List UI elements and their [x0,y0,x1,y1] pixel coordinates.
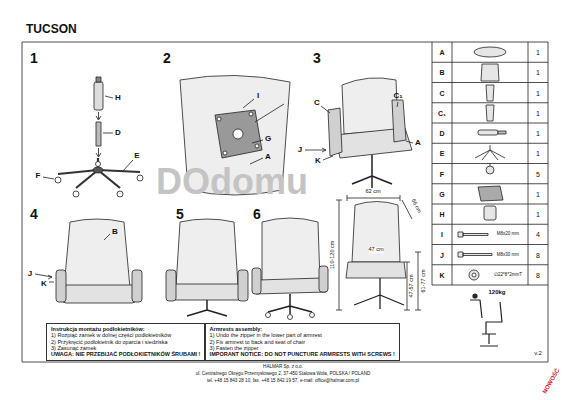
callout-letter: H [115,94,121,102]
version: v.2 [534,350,542,356]
instruction-line: 2) Przykręcić podłokietnik do oparcia i … [51,339,200,345]
chair-front [35,219,142,303]
dimension: 47 cm [369,247,384,253]
part-letter: D [439,130,444,137]
instruction-line: 3) Zasunąć zamek [51,345,200,351]
instruction-box: Armrests assembly:1) Undo the zipper in … [205,323,400,361]
callout-letter: E [134,152,139,160]
part-letter: E [440,150,445,157]
dimension-drawing [336,195,421,310]
callout-letter: A [415,139,421,147]
step-number: 6 [253,207,261,221]
callout-letter: K [41,280,47,288]
instruction-heading: Instrukcja montażu podłokietników: [51,326,200,332]
callout-letter: K [315,157,321,165]
step-number: 5 [176,207,184,221]
new-stamp: NOWOŚĆ [541,368,560,395]
part-letter: J [440,251,444,258]
part-quantity: 1 [536,89,540,96]
callout-letter: D [115,129,121,137]
part-quantity: 4 [536,231,540,238]
product-title: TUCSON [26,22,77,36]
part-quantity: 8 [536,251,540,258]
step-number: 1 [30,51,38,65]
instruction-line: 1) Undo the zipper in the lower part of … [210,332,395,338]
dimension: 66 cm [410,198,422,214]
part-size: M8x20 mm [497,232,519,237]
callout-letter: J [28,270,32,278]
footer-address: ul. Centralnego Okręgu Przemysłowego 2, … [196,372,371,377]
part-quantity: 1 [536,109,540,116]
dimension: 47-57 cm [409,275,415,298]
callout-letter: G [265,135,271,143]
instruction-line: IMPORANT NOTICE: DO NOT PUNCTURE ARMREST… [210,351,395,357]
chair-armrests [305,78,413,188]
part-quantity: 1 [536,150,540,157]
callout-letter: B [112,228,118,236]
part-letter: C [439,89,444,96]
footer-company: HALMAR Sp. z o.o. [263,365,303,370]
frame [22,42,548,362]
step-number: 3 [313,51,321,65]
dimension: 110-120 cm [330,241,336,270]
dimension: 61-77 cm [421,270,427,293]
callout-letter: I [257,92,259,100]
instruction-line: UWAGA: NIE PRZEBIJAĆ PODŁOKIETNIKÓW ŚRUB… [51,351,200,357]
part-letter: H [439,211,444,218]
dimension: 62 cm [366,189,381,195]
callout-letter: A [265,153,271,161]
part-letter: G [439,190,444,197]
part-size: ∅22*8*2mmT [494,273,522,278]
assembled-chair [252,218,328,320]
footer-contact: tel. +48 15 843 28 10, fax. +48 15 842 1… [207,379,359,384]
chair-front [166,219,248,316]
part-size: M8x30 mm [497,252,519,257]
step-number: 2 [163,51,171,65]
callout-letter: F [36,172,41,180]
instruction-box: Instrukcja montażu podłokietników:1) Roz… [46,323,205,361]
callout-letter: C [314,99,320,107]
part-icons [458,47,506,280]
callout-letter: J [298,146,302,154]
part-letter: I [441,231,443,238]
instruction-heading: Armrests assembly: [210,326,395,332]
max-load: 120kg [488,289,505,295]
part-letter: A [439,49,444,56]
part-letter: C₁ [438,109,446,116]
part-quantity: 5 [536,170,540,177]
part-quantity: 1 [536,69,540,76]
instruction-line: 1) Rozpiąć zamek w dolnej części podłoki… [51,332,200,338]
gas-lift-and-base [43,77,143,197]
part-letter: K [439,271,444,278]
callout-letter: C₁ [393,92,402,100]
instruction-line: 3) Fasten the zipper [210,345,395,351]
part-quantity: 1 [536,49,540,56]
part-letter: F [440,170,444,177]
max-load-icon [470,294,502,346]
parts-table [432,42,548,285]
part-quantity: 1 [536,130,540,137]
watermark: DOdomu [156,164,308,200]
part-quantity: 8 [536,271,540,278]
instruction-line: 2) Fix armrest to back and seat of chair [210,339,395,345]
part-letter: B [439,69,444,76]
part-quantity: 1 [536,211,540,218]
part-quantity: 1 [536,190,540,197]
step-number: 4 [30,207,38,221]
